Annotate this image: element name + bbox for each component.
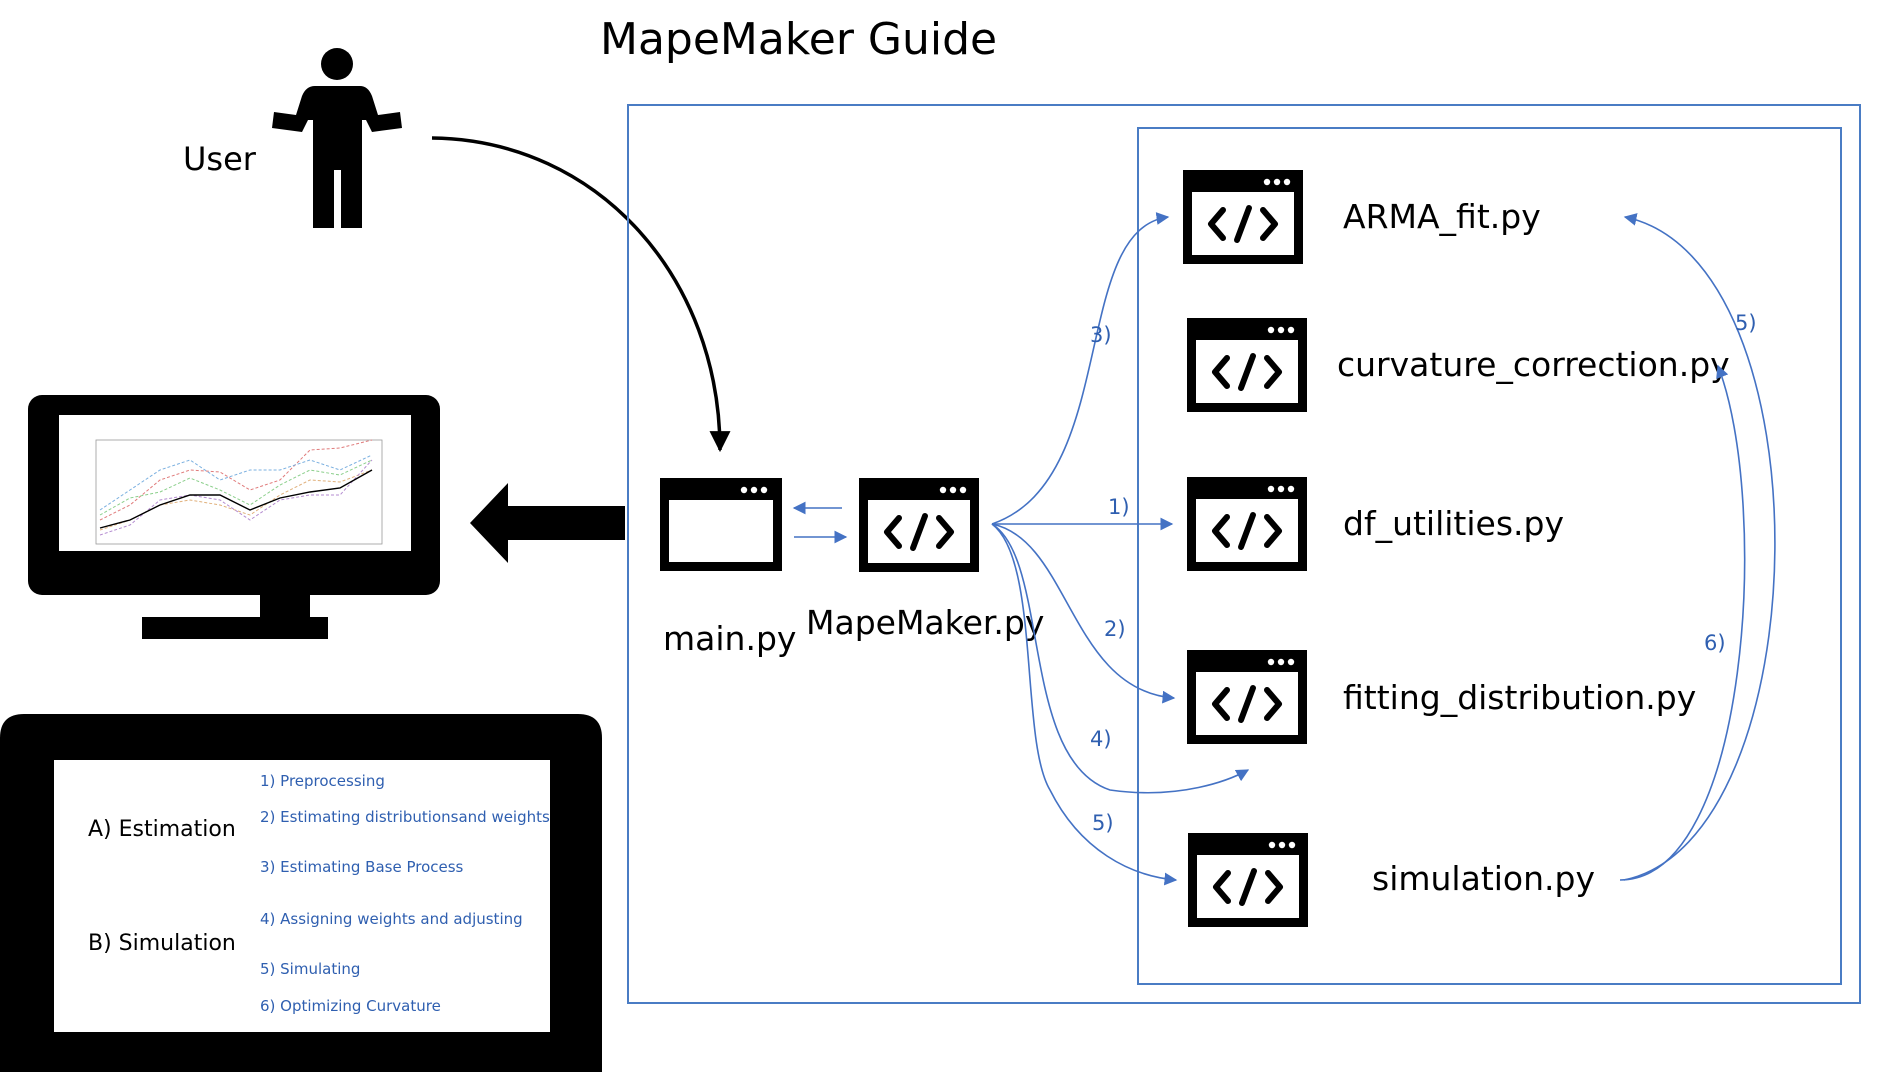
monitor-chart-thumbnail	[95, 439, 383, 545]
output-left-arrow-icon	[470, 483, 625, 563]
module-label-fitting-distribution: fitting_distribution.py	[1343, 678, 1696, 717]
step-label-right-6: 6)	[1704, 631, 1726, 655]
arma-fit-code-icon	[1183, 170, 1303, 264]
module-label-curvature-correction: curvature_correction.py	[1337, 345, 1730, 384]
main-window-icon	[660, 478, 782, 571]
mapemaker-label: MapeMaker.py	[806, 603, 1044, 642]
arrow-to-arma-fit	[991, 212, 1170, 525]
module-label-df-utilities: df_utilities.py	[1343, 504, 1564, 543]
legend-step-6: 6) Optimizing Curvature	[260, 997, 441, 1015]
user-label: User	[183, 140, 257, 178]
user-to-main-arrow	[431, 136, 731, 453]
main-label: main.py	[663, 619, 796, 658]
step-label-right-5: 5)	[1735, 311, 1757, 335]
module-label-simulation: simulation.py	[1372, 859, 1595, 898]
legend-step-5: 5) Simulating	[260, 960, 360, 978]
module-label-arma-fit: ARMA_fit.py	[1343, 197, 1541, 236]
modules-inner-box	[1137, 127, 1842, 985]
arrow-to-fitting-distribution	[991, 523, 1176, 704]
step-label-5: 5)	[1092, 811, 1114, 835]
laptop-legend: A) Estimation B) Simulation 1) Preproces…	[0, 714, 602, 1072]
fitting-distribution-code-icon	[1187, 650, 1307, 744]
monitor-icon	[28, 395, 440, 639]
df-utilities-code-icon	[1187, 477, 1307, 571]
step-label-4: 4)	[1090, 727, 1112, 751]
arrow-to-region-below-fitting	[991, 523, 1250, 794]
step-label-1: 1)	[1108, 495, 1130, 519]
legend-step-1: 1) Preprocessing	[260, 772, 385, 790]
package-outer-box	[627, 104, 1861, 1004]
page-title: MapeMaker Guide	[600, 14, 997, 65]
legend-step-2: 2) Estimating distributionsand weights	[260, 808, 550, 826]
arrow-simulation-to-curvature	[1619, 364, 1746, 881]
mapemaker-code-icon	[859, 478, 979, 572]
user-person-icon	[272, 48, 402, 228]
arrow-to-simulation	[991, 523, 1178, 886]
step-label-3: 3)	[1090, 323, 1112, 347]
curvature-correction-code-icon	[1187, 318, 1307, 412]
estimation-label: A) Estimation	[88, 817, 236, 842]
simulation-label: B) Simulation	[88, 931, 236, 956]
arrow-simulation-to-arma	[1623, 213, 1776, 881]
legend-step-3: 3) Estimating Base Process	[260, 858, 464, 876]
step-label-2: 2)	[1104, 617, 1126, 641]
simulation-code-icon	[1188, 833, 1308, 927]
legend-step-4: 4) Assigning weights and adjusting	[260, 910, 523, 928]
